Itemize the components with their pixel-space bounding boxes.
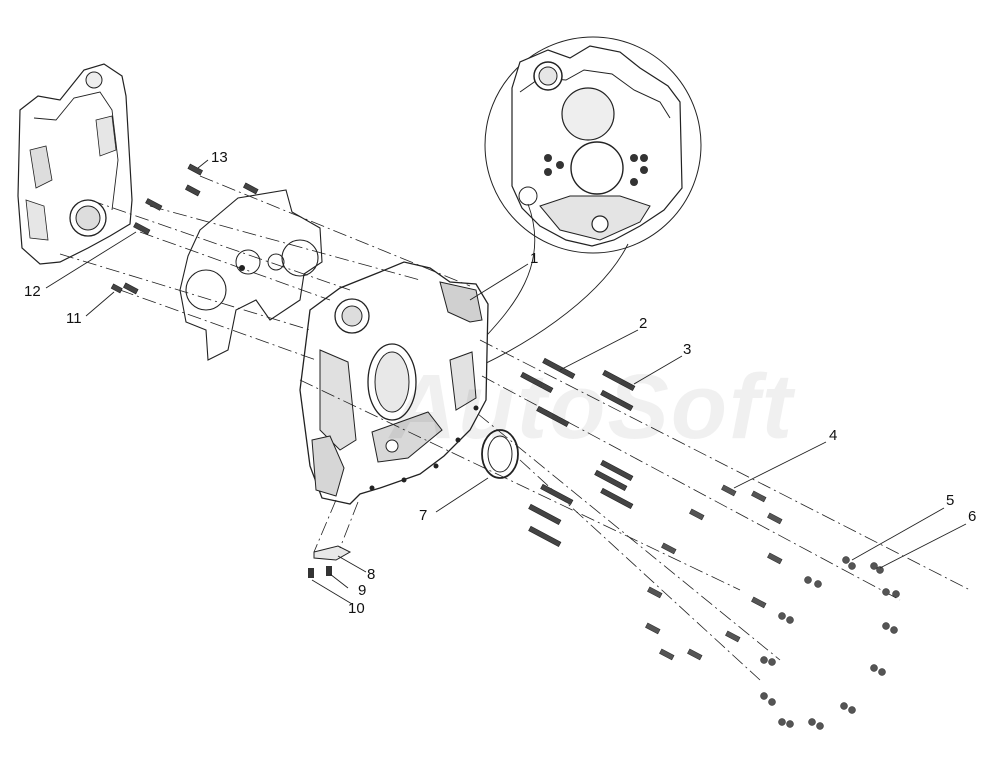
callout-2[interactable]: 2 [639,315,648,332]
gasket-plate [179,189,323,361]
callout-12[interactable]: 12 [24,283,41,300]
watermark: AutoSoft [390,356,795,458]
callout-6[interactable]: 6 [968,508,977,525]
housing-bolts [520,357,636,548]
studs-and-nuts [645,484,900,730]
front-gear-cover [17,63,133,265]
callout-9[interactable]: 9 [358,582,367,599]
rear-oil-seal [481,429,519,479]
upper-left-bolts [110,163,259,295]
callout-leaders [45,159,967,605]
flywheel-housing [299,261,489,505]
assembly-center-lines [59,175,971,681]
callout-13[interactable]: 13 [211,149,228,166]
inspection-cover-plate [308,545,352,578]
callout-11[interactable]: 11 [66,310,82,327]
callout-10[interactable]: 10 [348,600,365,617]
callout-8[interactable]: 8 [367,566,376,583]
callout-4[interactable]: 4 [829,427,838,444]
callout-3[interactable]: 3 [683,341,692,358]
callout-1[interactable]: 1 [530,250,539,267]
detail-inset-view [484,36,702,254]
callout-5[interactable]: 5 [946,492,955,509]
callout-7[interactable]: 7 [419,507,428,524]
